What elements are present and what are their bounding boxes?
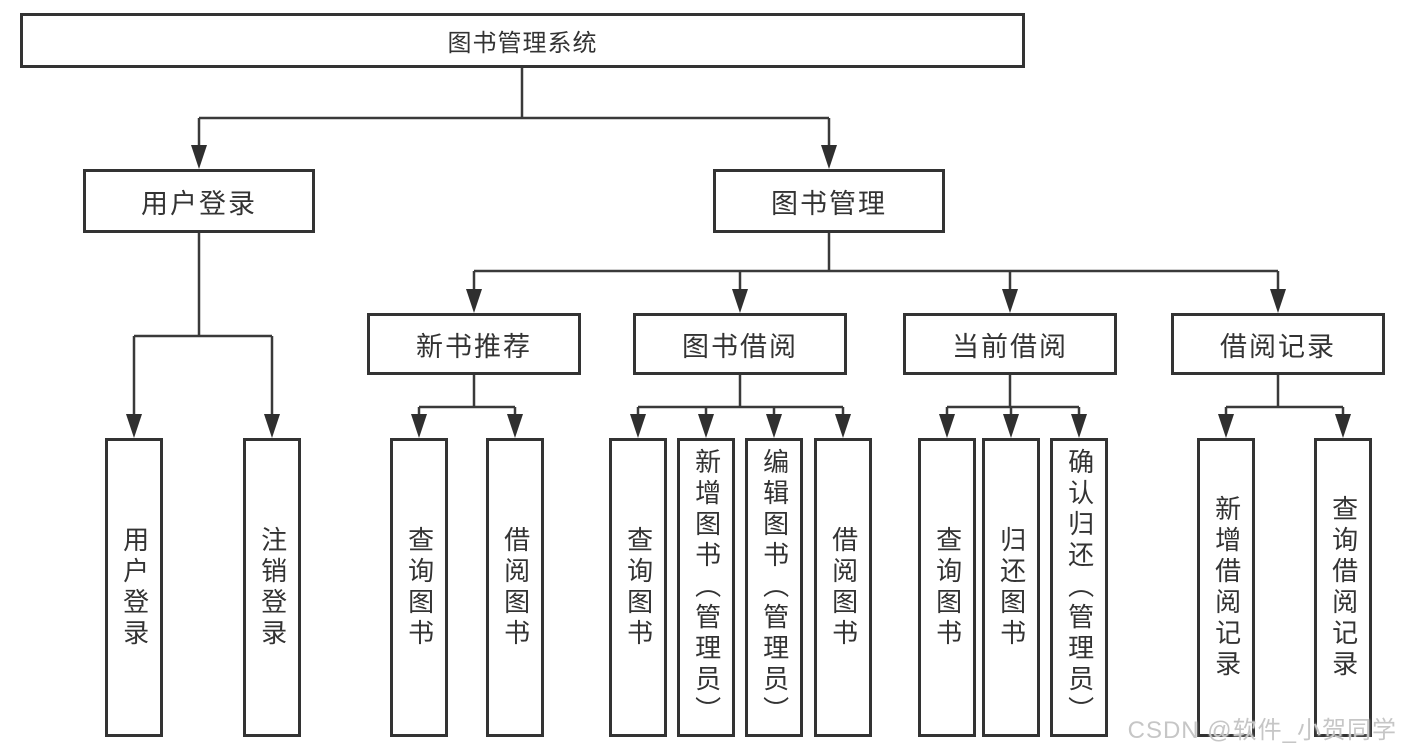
leaf-current-query-book-label: 查询图书 bbox=[932, 525, 963, 650]
leaf-logout: 注销登录 bbox=[243, 438, 301, 737]
leaf-borrowing-edit-book-admin-label: 编辑图书（管理员） bbox=[759, 448, 790, 727]
node-book-management: 图书管理 bbox=[713, 169, 945, 233]
leaf-records-query-record-label: 查询借阅记录 bbox=[1328, 494, 1359, 681]
node-book-management-label: 图书管理 bbox=[771, 188, 887, 219]
arrow-down-icon bbox=[698, 414, 714, 438]
leaf-records-query-record: 查询借阅记录 bbox=[1314, 438, 1372, 737]
arrow-down-icon bbox=[835, 414, 851, 438]
arrow-down-icon bbox=[939, 414, 955, 438]
node-new-book-recommend-label: 新书推荐 bbox=[416, 331, 532, 362]
leaf-borrowing-borrow-book: 借阅图书 bbox=[814, 438, 872, 737]
leaf-recommend-query-book: 查询图书 bbox=[390, 438, 448, 737]
arrow-down-icon bbox=[1270, 289, 1286, 313]
csdn-watermark: CSDN @软件_小贺同学 bbox=[1127, 717, 1397, 744]
node-current-borrowing-label: 当前借阅 bbox=[952, 331, 1068, 362]
node-borrowing-records: 借阅记录 bbox=[1171, 313, 1385, 375]
leaf-logout-label: 注销登录 bbox=[257, 525, 288, 650]
arrow-down-icon bbox=[411, 414, 427, 438]
arrow-down-icon bbox=[1335, 414, 1351, 438]
leaf-current-return-book: 归还图书 bbox=[982, 438, 1040, 737]
leaf-borrowing-add-book-admin-label: 新增图书（管理员） bbox=[691, 448, 722, 727]
leaf-borrowing-query-book-label: 查询图书 bbox=[623, 525, 654, 650]
node-user-login: 用户登录 bbox=[83, 169, 315, 233]
connector-records-to-leaves bbox=[1224, 375, 1345, 416]
leaf-borrowing-add-book-admin: 新增图书（管理员） bbox=[677, 438, 735, 737]
node-borrowing-records-label: 借阅记录 bbox=[1220, 331, 1336, 362]
arrow-down-icon bbox=[1218, 414, 1234, 438]
node-book-borrowing: 图书借阅 bbox=[633, 313, 847, 375]
connector-current-to-leaves bbox=[945, 375, 1081, 416]
leaf-records-add-record-label: 新增借阅记录 bbox=[1211, 494, 1242, 681]
connector-recommend-to-leaves bbox=[417, 375, 517, 416]
leaf-borrowing-borrow-book-label: 借阅图书 bbox=[828, 525, 859, 650]
leaf-recommend-query-book-label: 查询图书 bbox=[404, 525, 435, 650]
connector-bookmgmt-to-level3 bbox=[472, 233, 1280, 293]
leaf-user-login-label: 用户登录 bbox=[119, 525, 150, 650]
connector-lines bbox=[132, 68, 1345, 416]
connector-userlogin-to-leaves bbox=[132, 233, 274, 416]
node-root: 图书管理系统 bbox=[20, 13, 1025, 68]
arrow-down-icon bbox=[507, 414, 523, 438]
arrow-down-icon bbox=[264, 414, 280, 438]
node-root-label: 图书管理系统 bbox=[447, 30, 598, 57]
arrow-down-icon bbox=[766, 414, 782, 438]
node-current-borrowing: 当前借阅 bbox=[903, 313, 1117, 375]
arrow-down-icon bbox=[1071, 414, 1087, 438]
leaf-current-query-book: 查询图书 bbox=[918, 438, 976, 737]
node-user-login-label: 用户登录 bbox=[141, 188, 257, 219]
arrow-down-icon bbox=[732, 289, 748, 313]
arrow-down-icon bbox=[126, 414, 142, 438]
leaf-current-confirm-return-admin: 确认归还（管理员） bbox=[1050, 438, 1108, 737]
leaf-borrowing-edit-book-admin: 编辑图书（管理员） bbox=[745, 438, 803, 737]
arrowheads bbox=[126, 145, 1351, 438]
leaf-user-login: 用户登录 bbox=[105, 438, 163, 737]
leaf-current-return-book-label: 归还图书 bbox=[996, 525, 1027, 650]
arrow-down-icon bbox=[1002, 289, 1018, 313]
node-new-book-recommend: 新书推荐 bbox=[367, 313, 581, 375]
arrow-down-icon bbox=[630, 414, 646, 438]
arrow-down-icon bbox=[1003, 414, 1019, 438]
node-book-borrowing-label: 图书借阅 bbox=[682, 331, 798, 362]
leaf-borrowing-query-book: 查询图书 bbox=[609, 438, 667, 737]
leaf-recommend-borrow-book: 借阅图书 bbox=[486, 438, 544, 737]
leaf-current-confirm-return-admin-label: 确认归还（管理员） bbox=[1064, 448, 1095, 727]
arrow-down-icon bbox=[191, 145, 207, 169]
leaf-recommend-borrow-book-label: 借阅图书 bbox=[500, 525, 531, 650]
connector-borrowing-to-leaves bbox=[636, 375, 845, 416]
arrow-down-icon bbox=[466, 289, 482, 313]
connector-root-to-level2 bbox=[197, 68, 831, 150]
arrow-down-icon bbox=[821, 145, 837, 169]
leaf-records-add-record: 新增借阅记录 bbox=[1197, 438, 1255, 737]
